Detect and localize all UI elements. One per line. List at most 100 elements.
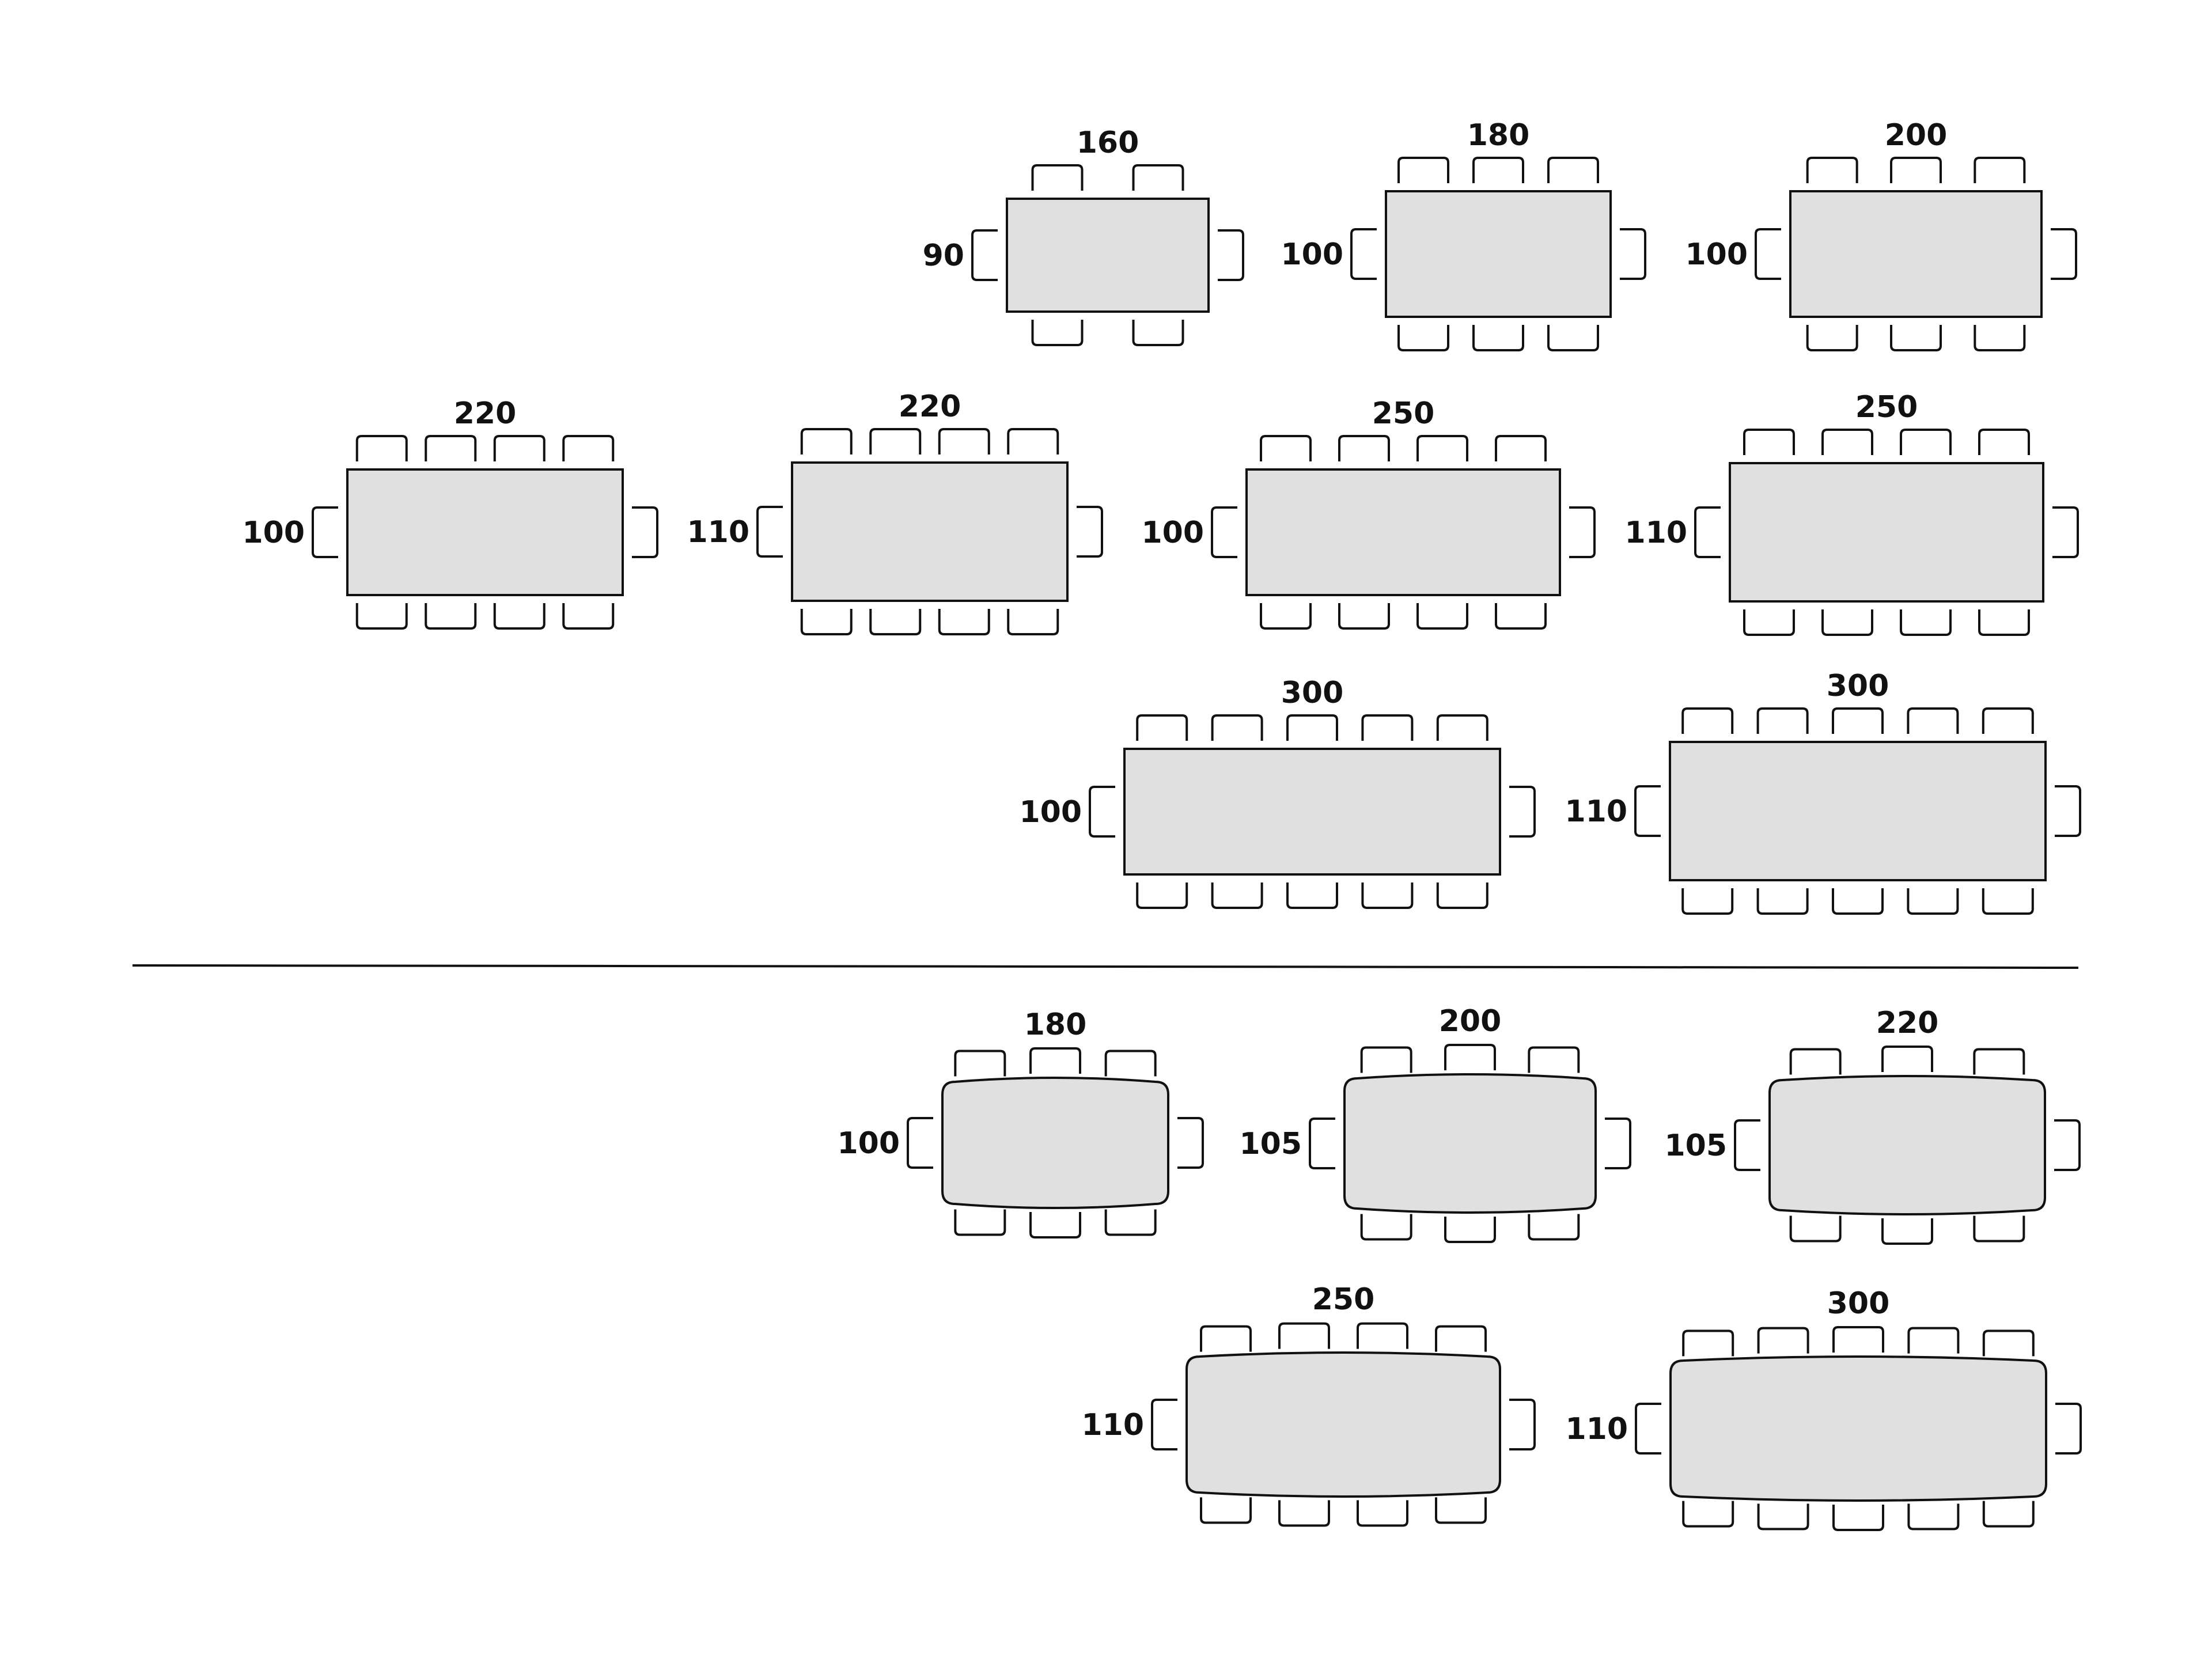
chair-icon xyxy=(1495,603,1547,630)
chair-icon xyxy=(1136,882,1188,909)
chair-icon xyxy=(2054,1119,2081,1171)
chair-icon xyxy=(1031,164,1084,191)
chair-icon xyxy=(954,1209,1006,1236)
table-width-label: 100 xyxy=(1281,237,1343,272)
chair-icon xyxy=(954,1050,1006,1077)
chair-icon xyxy=(1031,320,1084,346)
chair-icon xyxy=(1177,1117,1204,1169)
table-length-label: 160 xyxy=(1077,126,1139,160)
chair-icon xyxy=(1104,1209,1157,1236)
chair-icon xyxy=(938,428,990,454)
chair-icon xyxy=(1436,882,1488,909)
table-length-label: 250 xyxy=(1855,390,1918,425)
table-top-rect xyxy=(346,468,624,596)
table-length-label: 220 xyxy=(899,389,961,424)
chair-icon xyxy=(1132,164,1184,191)
chair-icon xyxy=(1151,1399,1177,1450)
table-length-label: 180 xyxy=(1467,118,1530,153)
table-top-rect xyxy=(1385,190,1612,318)
chair-icon xyxy=(2051,228,2077,280)
table-width-label: 100 xyxy=(242,516,305,550)
chair-icon xyxy=(1620,228,1646,280)
chair-icon xyxy=(1509,1399,1536,1450)
table-width-label: 100 xyxy=(1685,237,1748,272)
table-top-barrel xyxy=(1343,1073,1597,1214)
chair-icon xyxy=(1978,429,2030,455)
chair-icon xyxy=(938,609,990,635)
chair-icon xyxy=(1444,1217,1496,1243)
chair-icon xyxy=(1260,435,1312,461)
chair-icon xyxy=(1789,1048,1842,1075)
table-length-label: 220 xyxy=(1876,1006,1939,1040)
chair-icon xyxy=(1029,1047,1081,1074)
chair-icon xyxy=(869,428,922,454)
chair-icon xyxy=(1634,785,1661,837)
chair-icon xyxy=(1528,1046,1580,1073)
chair-icon xyxy=(1757,1503,1809,1531)
chair-icon xyxy=(1881,1046,1933,1072)
section-divider xyxy=(132,964,2079,969)
chair-icon xyxy=(425,435,477,461)
chair-icon xyxy=(1136,714,1188,741)
chair-icon xyxy=(1260,603,1312,630)
chair-icon xyxy=(355,435,408,461)
table-top-rect xyxy=(1789,190,2043,318)
chair-icon xyxy=(1982,1330,2035,1357)
table-top-rect xyxy=(1123,748,1501,876)
chair-icon xyxy=(1338,435,1390,461)
chair-icon xyxy=(1007,428,1059,454)
table-width-label: 110 xyxy=(1565,794,1627,829)
chair-icon xyxy=(355,603,408,630)
chair-icon xyxy=(1200,1325,1252,1352)
chair-icon xyxy=(1132,320,1184,346)
chair-icon xyxy=(1974,325,2026,351)
table-top-rect xyxy=(1245,468,1561,596)
chair-icon xyxy=(1832,1326,1884,1353)
table-length-label: 300 xyxy=(1281,676,1344,710)
chair-icon xyxy=(425,603,477,630)
chair-icon xyxy=(1743,429,1795,455)
barrel-table-5: 300 110 xyxy=(1565,1286,2082,1531)
table-width-label: 105 xyxy=(1239,1127,1302,1161)
chair-icon xyxy=(562,603,615,630)
chair-icon xyxy=(1089,786,1115,838)
chair-icon xyxy=(1286,882,1338,909)
chair-icon xyxy=(1360,1214,1412,1241)
chair-icon xyxy=(1973,1215,2025,1243)
table-top-barrel xyxy=(941,1077,1169,1209)
chair-icon xyxy=(1357,1500,1408,1527)
chair-icon xyxy=(1982,888,2034,915)
table-width-label: 110 xyxy=(687,515,749,550)
chair-icon xyxy=(1789,1215,1842,1243)
chair-icon xyxy=(1973,1048,2025,1075)
chair-icon xyxy=(1218,229,1244,281)
table-width-label: 110 xyxy=(1565,1412,1628,1446)
table-length-label: 300 xyxy=(1827,1286,1890,1321)
chair-icon xyxy=(1416,435,1468,461)
table-width-label: 105 xyxy=(1664,1128,1727,1163)
chair-icon xyxy=(1509,786,1536,838)
chair-icon xyxy=(1397,157,1449,183)
chair-icon xyxy=(1900,429,1952,455)
rect-table-5: 220 110 xyxy=(687,389,1103,635)
chair-icon xyxy=(1200,1497,1252,1524)
chair-icon xyxy=(1338,603,1390,630)
chair-icon xyxy=(1361,882,1414,909)
chair-icon xyxy=(1974,157,2026,183)
table-width-label: 100 xyxy=(1019,795,1082,830)
chair-icon xyxy=(1278,1500,1330,1527)
chair-icon xyxy=(756,506,783,558)
chair-icon xyxy=(562,435,615,461)
chair-icon xyxy=(800,609,853,635)
chair-icon xyxy=(493,603,546,630)
chair-icon xyxy=(1104,1050,1157,1077)
rect-table-2: 180 100 xyxy=(1281,118,1646,351)
rect-table-8: 300 100 xyxy=(1019,676,1536,909)
chair-icon xyxy=(1029,1212,1081,1238)
table-width-label: 90 xyxy=(923,238,964,273)
rect-table-1: 160 90 xyxy=(923,126,1244,346)
